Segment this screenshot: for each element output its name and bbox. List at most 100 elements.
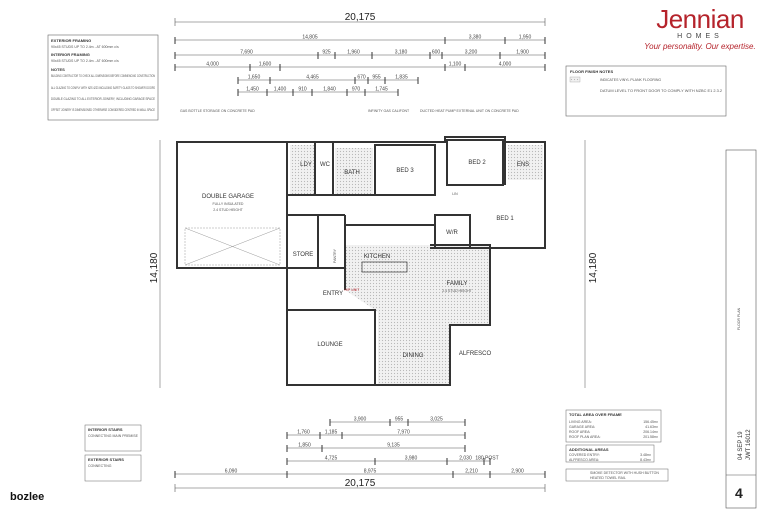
room-double-garage: DOUBLE GARAGE xyxy=(202,194,254,200)
floor-finish-notes: FLOOR FINISH NOTES INDICATES VINYL PLANK… xyxy=(565,65,727,117)
note-heading: NOTES xyxy=(51,67,65,72)
exterior-stairs-text: CONNECTING xyxy=(88,464,112,468)
additional-area-heading: ADDITIONAL AREAS xyxy=(569,447,609,452)
stairs-notes: INTERIOR STAIRS CONNECTING MAIN PREMISE … xyxy=(84,424,142,482)
gas-note: GAS BOTTLE STORAGE ON CONCRETE PAD xyxy=(180,109,255,113)
walls xyxy=(176,136,546,386)
bottom-dimension-label: 8,975 xyxy=(364,469,377,475)
bottom-dimension-label: 4,725 xyxy=(325,456,338,462)
overall-width-label: 20,175 xyxy=(345,12,376,23)
interior-stairs-heading: INTERIOR STAIRS xyxy=(88,427,123,432)
area-row-label: GARAGE AREA: xyxy=(569,425,595,429)
bottom-dimension-label: 3,900 xyxy=(354,417,367,423)
top-dimension-label: 1,835 xyxy=(395,75,408,81)
hp-unit-label: H/P UNIT xyxy=(345,288,361,292)
bottom-dimension-label: 7,970 xyxy=(397,430,410,436)
room-bed-1: BED 1 xyxy=(496,216,514,222)
exterior-stairs-heading: EXTERIOR STAIRS xyxy=(88,457,124,462)
top-dimension-label: 1,960 xyxy=(347,50,360,56)
top-dimension-label: 3,200 xyxy=(465,50,478,56)
top-dimension-label: 910 xyxy=(298,87,307,93)
room-linen: LIN xyxy=(452,192,458,196)
brand-sub: HOMES xyxy=(677,33,723,40)
room-wc: WC xyxy=(320,162,331,168)
note-line: OFFSET JOINERY IS DIMENSIONED OTHERWISE … xyxy=(51,108,155,112)
sheet-number: 4 xyxy=(735,485,743,501)
note-heading: INTERIOR FRAMING xyxy=(51,52,90,57)
additional-area-value: 8.43m² xyxy=(640,458,652,462)
bozlee-watermark: bozlee xyxy=(10,491,45,503)
bottom-dimension-label: 955 xyxy=(395,417,404,423)
bottom-dimension-label: 9,135 xyxy=(387,443,400,449)
overall-width-label: 20,175 xyxy=(345,478,376,489)
room-family: FAMILY xyxy=(447,281,468,287)
top-dimension-label: 14,805 xyxy=(302,35,318,41)
area-row-label: ROOF AREA: xyxy=(569,430,590,434)
room-bed-3: BED 3 xyxy=(396,168,414,174)
area-row-value: 206.14m² xyxy=(643,430,659,434)
heatpump-note: DUCTED HEAT PUMP EXTERNAL UNIT ON CONCRE… xyxy=(420,109,519,113)
interior-stairs-text: CONNECTING MAIN PREMISE xyxy=(88,434,139,438)
bottom-dimension-label: 2,030 xyxy=(459,456,472,462)
top-dimension-label: 925 xyxy=(322,50,331,56)
laundry-hatch xyxy=(290,145,315,195)
note-line: ALL GLAZING TO COMPLY WITH NZS 4223 INCL… xyxy=(51,86,155,90)
garage-stud-height: 2.4 STUD HEIGHT xyxy=(213,208,243,212)
bottom-dimension-label: 180 POST xyxy=(475,456,498,462)
top-dimension-label: 4,465 xyxy=(306,75,319,81)
room-kitchen: KITCHEN xyxy=(364,254,390,260)
bottom-dimension-label: 1,850 xyxy=(298,443,311,449)
area-row-value: 201.58m² xyxy=(643,435,659,439)
room-lounge: LOUNGE xyxy=(317,342,342,348)
depth-dimension: 14,180 14,180 xyxy=(149,140,599,388)
bath-hatch xyxy=(335,148,373,195)
top-dimension-label: 1,600 xyxy=(259,62,272,68)
bottom-dimension-label: 1,760 xyxy=(297,430,310,436)
brand-name: Jennian xyxy=(656,4,744,34)
note-line: DOUBLE GLAZING TO ALL EXTERIOR JOINERY, … xyxy=(51,97,156,101)
top-dimension-label: 1,840 xyxy=(323,87,336,93)
additional-area-value: 3.48m² xyxy=(640,453,652,457)
top-dimension-label: 955 xyxy=(372,75,381,81)
plan-date: 04 SEP 19 xyxy=(738,431,744,460)
bottom-dimension-label: 3,980 xyxy=(405,456,418,462)
framing-notes: EXTERIOR FRAMING 90x45 STUDS UP TO 2.4m … xyxy=(47,34,159,121)
bottom-dimension-label: 1,185 xyxy=(325,430,338,436)
plan-title: FLOOR PLAN xyxy=(737,307,741,330)
top-dimension-label: 4,000 xyxy=(499,62,512,68)
area-heading: TOTAL AREA OVER FRAME xyxy=(569,412,622,417)
top-dimension-label: 1,745 xyxy=(375,87,388,93)
towel-rail-legend: HEATED TOWEL RAIL xyxy=(590,476,626,480)
room-bed-2: BED 2 xyxy=(468,160,486,166)
garage-insulated-note: FULLY INSULATED xyxy=(213,202,244,206)
depth-right: 14,180 xyxy=(588,252,599,283)
floor-finish-line: DATUM LEVEL TO FRONT DOOR TO COMPLY WITH… xyxy=(600,89,722,93)
top-dimension-label: 7,690 xyxy=(240,50,253,56)
depth-left: 14,180 xyxy=(149,252,160,283)
room-alfresco: ALFRESCO xyxy=(459,351,492,357)
bottom-dimension-label: 6,090 xyxy=(225,469,238,475)
note-line: BUILDING CONTRACTOR TO CHECK ALL DIMENSI… xyxy=(51,74,155,78)
floor-finish-heading: FLOOR FINISH NOTES xyxy=(570,69,613,74)
area-row-value: 41.63m² xyxy=(645,425,659,429)
floor-finish-line: INDICATES VINYL PLANK FLOORING xyxy=(600,78,661,82)
top-dimension-label: 1,950 xyxy=(519,35,532,41)
area-row-label: ROOF PLAN AREA: xyxy=(569,435,601,439)
top-dimension-label: 670 xyxy=(357,75,366,81)
top-dimension-label: 970 xyxy=(352,87,361,93)
top-dimension-label: 4,000 xyxy=(206,62,219,68)
job-number: JWT 16012 xyxy=(746,429,752,460)
area-schedule: TOTAL AREA OVER FRAME LIVING AREA:156.45… xyxy=(565,409,669,482)
room-bath: BATH xyxy=(344,170,360,176)
smoke-detector-legend: SMOKE DETECTOR WITH HUSH BUTTON xyxy=(590,471,659,475)
title-block: FLOOR PLAN 04 SEP 19 JWT 16012 4 xyxy=(725,149,757,509)
brand-tagline: Your personality. Our expertise. xyxy=(644,42,756,51)
area-row-value: 156.45m² xyxy=(643,420,659,424)
additional-area-label: ALFRESCO AREA: xyxy=(569,458,599,462)
top-dimension-label: 1,400 xyxy=(274,87,287,93)
note-line: 90x45 STUDS UP TO 2.4m - AT 600mm c/s xyxy=(51,45,119,49)
top-dimension-label: 1,450 xyxy=(246,87,259,93)
note-heading: EXTERIOR FRAMING xyxy=(51,38,91,43)
